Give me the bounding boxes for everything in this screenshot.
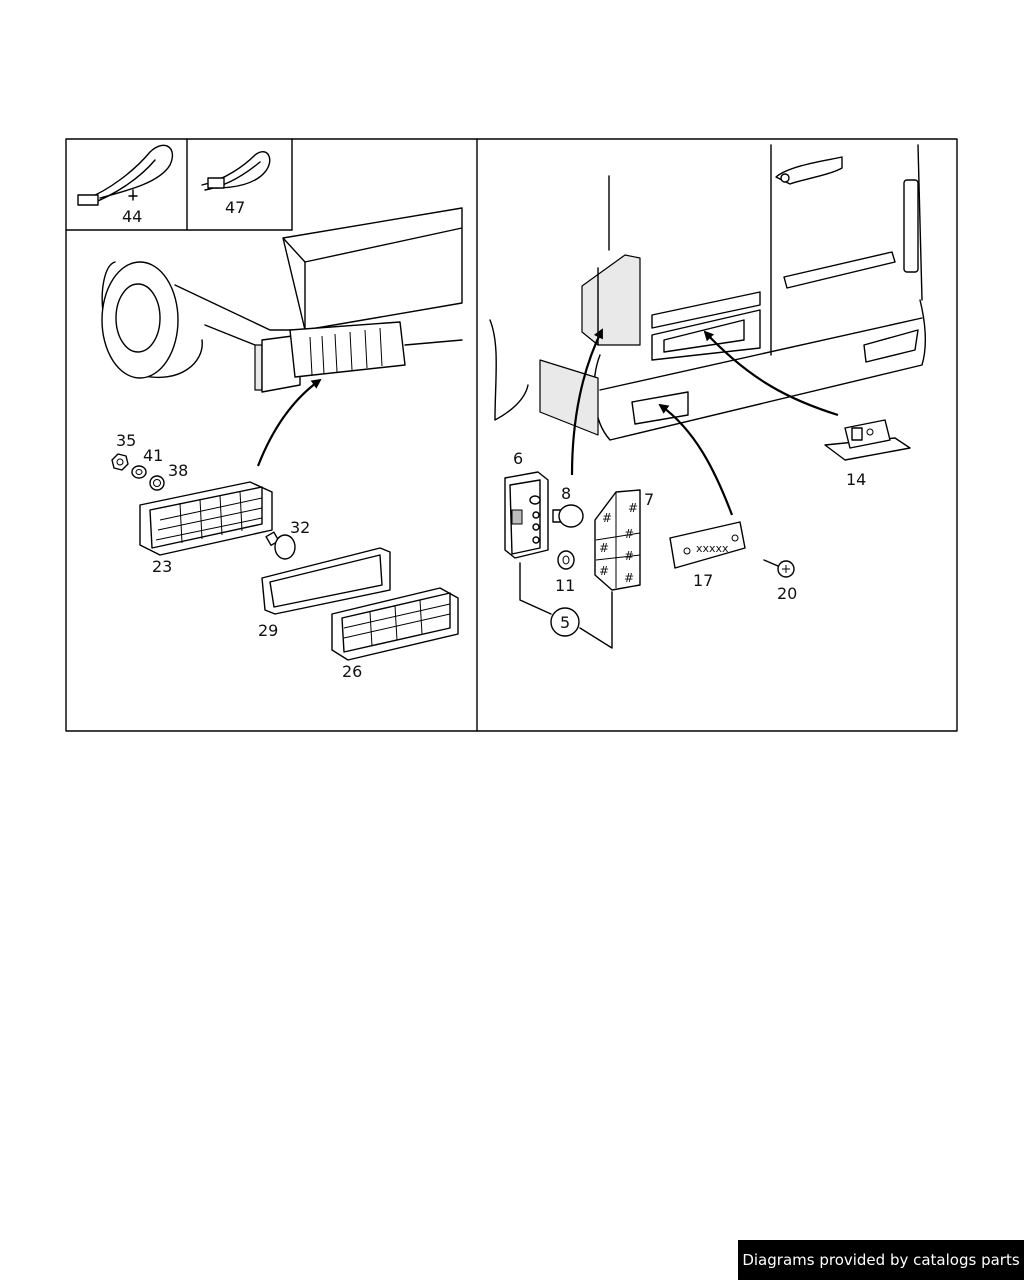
- gasket-29: [261, 547, 391, 615]
- svg-text:#: #: [602, 511, 612, 525]
- label-6: 6: [513, 449, 523, 468]
- svg-text:#: #: [599, 541, 609, 555]
- assembly-arrow-left: [256, 378, 322, 467]
- bulb-32: [265, 531, 296, 560]
- label-26: 26: [342, 662, 362, 681]
- nut-35: [111, 453, 129, 471]
- svg-text:#: #: [599, 564, 609, 578]
- washer-41: [131, 465, 147, 479]
- svg-text:#: #: [624, 527, 634, 541]
- svg-text:#: #: [624, 571, 634, 585]
- label-7: 7: [644, 490, 654, 509]
- screw-20: [763, 559, 795, 578]
- vehicle-rear-left: [101, 207, 463, 393]
- bulb-8: [552, 504, 584, 528]
- vehicle-rear-right: [489, 144, 926, 441]
- label-8: 8: [561, 484, 571, 503]
- label-38: 38: [168, 461, 188, 480]
- svg-text:#: #: [628, 501, 638, 515]
- credit-watermark: Diagrams provided by catalogs parts: [738, 1240, 1024, 1280]
- part-labels: 44 47 35 41 38 32 23 29 26 6 8 7 11 5 17…: [116, 198, 866, 681]
- label-44: 44: [122, 207, 142, 226]
- cable-tie-44: [77, 144, 174, 206]
- assembly-arrow-reflector: [658, 403, 734, 516]
- label-11: 11: [555, 576, 575, 595]
- tail-lamp-assembly-23: [139, 481, 273, 556]
- label-17: 17: [693, 571, 713, 590]
- bulb-11: [557, 550, 575, 570]
- label-5: 5: [560, 613, 570, 632]
- svg-text:#: #: [624, 549, 634, 563]
- assembly-arrow-license-lamp: [703, 330, 839, 417]
- diagram-frame: [65, 138, 958, 732]
- lamp-holder-6: [504, 471, 549, 559]
- assembly-bracket-5: [519, 562, 613, 649]
- reflector-17: xxxxx: [669, 521, 746, 569]
- label-23: 23: [152, 557, 172, 576]
- label-32: 32: [290, 518, 310, 537]
- label-20: 20: [777, 584, 797, 603]
- license-lamp-14: [824, 419, 911, 461]
- washer-38: [149, 475, 165, 491]
- label-47: 47: [225, 198, 245, 217]
- lens-7: # # # # # # #: [594, 489, 641, 591]
- svg-text:xxxxx: xxxxx: [696, 542, 729, 555]
- label-14: 14: [846, 470, 866, 489]
- cable-tie-47: [201, 151, 271, 191]
- label-29: 29: [258, 621, 278, 640]
- assembly-arrow-housing: [570, 328, 603, 476]
- label-35: 35: [116, 431, 136, 450]
- lens-26: [331, 587, 459, 661]
- label-41: 41: [143, 446, 163, 465]
